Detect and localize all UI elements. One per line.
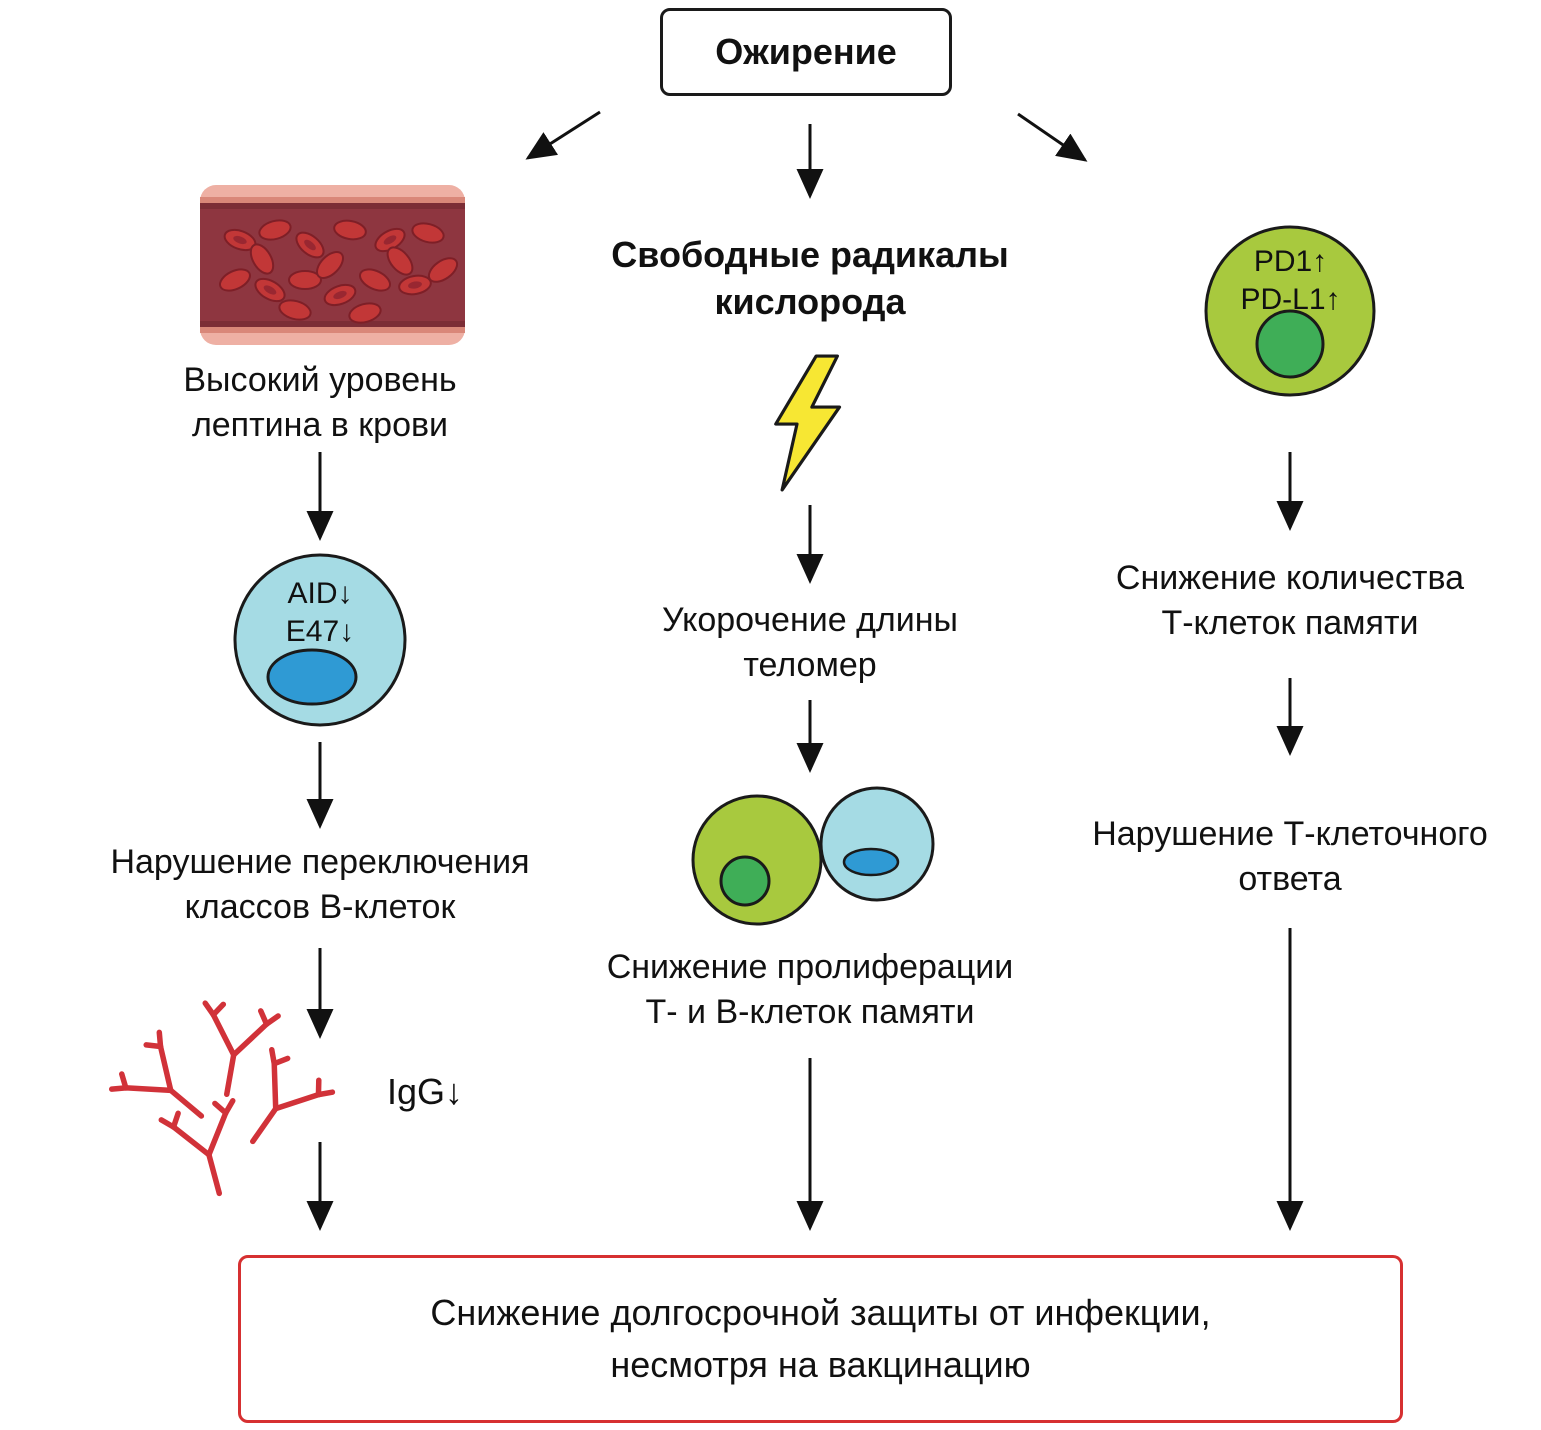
antibody-icon (108, 1029, 205, 1119)
conclusion-text: Снижение долгосрочной защиты от инфекции… (430, 1291, 1211, 1385)
memory-cells-icon (685, 778, 945, 933)
memory-b-cell (819, 786, 935, 902)
conclusion-box: Снижение долгосрочной защиты от инфекции… (238, 1255, 1403, 1423)
telomere-caption: Укорочение длины теломер (662, 601, 958, 684)
proliferation-caption: Снижение пролиферации Т- и В-клеток памя… (606, 948, 1014, 1031)
t-cell-count-caption: Снижение количества Т-клеток памяти (1115, 559, 1465, 642)
b-cell-icon: AID↓ E47↓ (232, 552, 408, 728)
t-cell-icon: PD1↑ PD-L1↑ (1203, 222, 1378, 400)
antibody-icon (250, 1046, 336, 1145)
obesity-label: Ожирение (715, 31, 897, 72)
igg-label: IgG↓ (386, 1071, 464, 1112)
leptin-caption: Высокий уровень лептина в крови (183, 361, 457, 444)
antibody-cluster (108, 995, 360, 1200)
antibody-icon (202, 1000, 281, 1098)
t-cell-marker-pd1: PD1↑ (1253, 245, 1328, 278)
antibody-icon (158, 1097, 236, 1197)
arrow-obesity-to-left (525, 110, 601, 160)
free-radicals-heading: Свободные радикалы кислорода (611, 234, 1009, 322)
t-cell-marker-pdl1: PD-L1↑ (1240, 283, 1341, 316)
arrow-obesity-to-right (1017, 112, 1088, 162)
lightning-icon (763, 352, 848, 494)
b-cell-marker-e47: E47↓ (285, 615, 355, 648)
obesity-box: Ожирение (660, 8, 952, 96)
blood-vessel-icon (200, 185, 465, 345)
class-switching-caption: Нарушение переключения классов B-клеток (110, 843, 530, 926)
t-cell-response-caption: Нарушение Т-клеточного ответа (1092, 815, 1488, 898)
b-cell-marker-aid: AID↓ (287, 577, 353, 610)
